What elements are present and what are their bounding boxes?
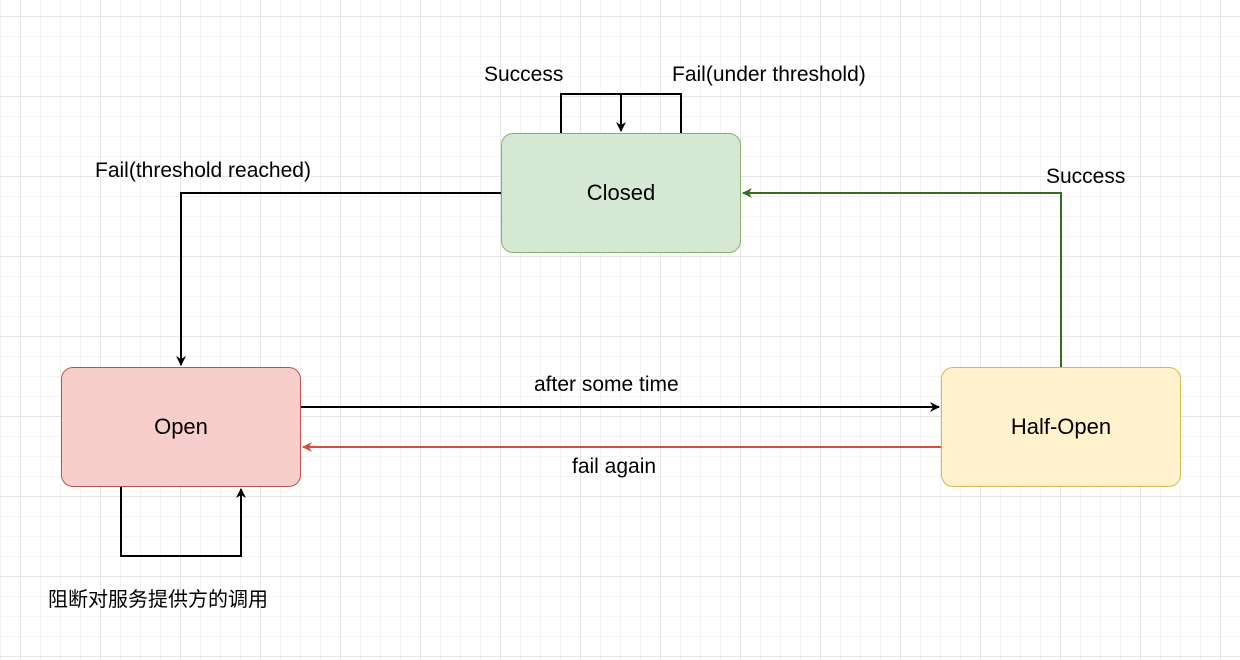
open-self-loop-label: 阻断对服务提供方的调用 (48, 587, 268, 611)
half-open-state-node: Half-Open (941, 367, 1181, 487)
half-open-to-open-label: fail again (572, 455, 657, 478)
open-self-loop-edge (120, 487, 246, 557)
closed-state-label: Closed (586, 180, 656, 205)
closed-success-loop-label: Success (484, 63, 564, 86)
closed-fail-under-loop-label: Fail(under threshold) (672, 63, 866, 86)
open-to-half-open-label: after some time (534, 373, 679, 396)
half-open-state-label: Half-Open (1010, 414, 1112, 439)
closed-fail-under-loop-edge (621, 93, 682, 133)
open-state-node: Open (61, 367, 301, 487)
closed-success-loop-edge (560, 93, 626, 133)
half-open-to-closed-edge (742, 188, 1062, 367)
closed-to-open-label: Fail(threshold reached) (95, 159, 311, 182)
open-state-label: Open (154, 414, 208, 439)
half-open-to-closed-label: Success (1046, 165, 1126, 188)
closed-state-node: Closed (501, 133, 741, 253)
closed-to-open-edge (176, 192, 501, 366)
